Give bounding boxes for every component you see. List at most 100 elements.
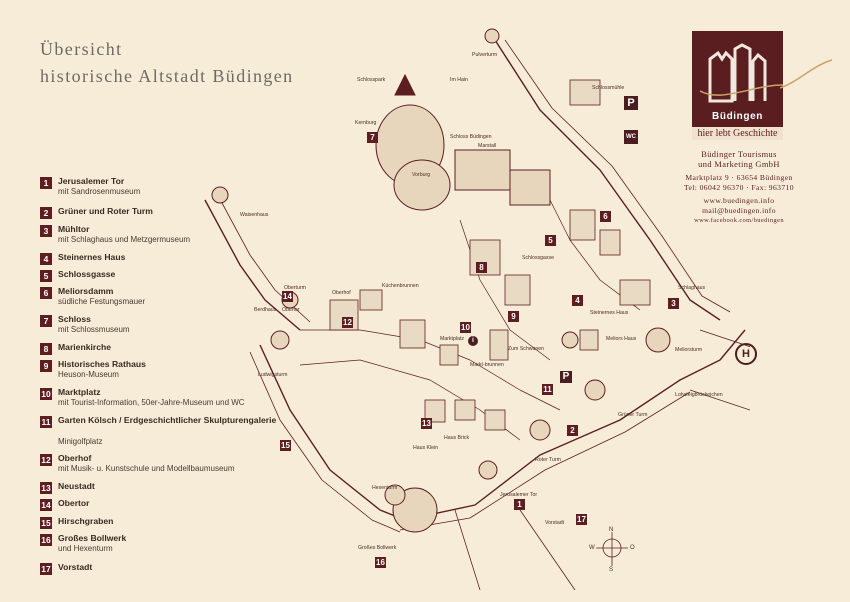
map-marker-4[interactable]: 4 [572,295,583,306]
logo-swoosh-icon [780,59,833,89]
map-label: Schloss Büdingen [450,134,492,140]
map-label: Vorstadt [545,520,565,526]
map-marker-12[interactable]: 12 [342,317,353,328]
map-marker-2[interactable]: 2 [567,425,578,436]
map-marker-14[interactable]: 14 [282,291,293,302]
contact-line: Marktplatz 9 · 63654 Büdingen [685,173,793,182]
map-label: Küchenbrunnen [382,283,419,289]
map-label: Steinernes Haus [590,310,629,316]
castle-logo-icon [699,43,784,103]
legend-title: Garten Kölsch / Erdgeschichtlicher Skulp… [58,415,277,425]
map-label: Kernburg [355,120,377,126]
compass-north: N [609,527,614,533]
map-label: Jerusalemer Tor [500,492,538,498]
compass-west: W [589,545,595,551]
map-marker-6[interactable]: 6 [600,211,611,222]
map-label: Waisenhaus [240,212,269,218]
parking-icon: P [624,96,638,110]
map-marker-16[interactable]: 16 [375,557,386,568]
logo-name: Büdingen [712,111,763,122]
legend-title: Großes Bollwerk [58,533,127,543]
legend-number: 14 [40,499,52,511]
map-label: Pulverturm [472,52,498,58]
map-label: Grüner Turm [618,412,648,418]
map-marker-3[interactable]: 3 [668,298,679,309]
city-wall-south [404,329,746,521]
map-marker-17[interactable]: 17 [576,514,587,525]
bus-stop-icon: H [735,343,757,365]
map-label: Schlaghaus [678,285,706,291]
legend-title: Neustadt [58,481,95,491]
legend-number: 10 [40,388,52,400]
parking-icon: P [560,371,572,383]
legend-number: 13 [40,482,52,494]
legend-number: 5 [40,270,52,282]
website-link[interactable]: www.buedingen.info [703,196,775,205]
map-label: Marstall [478,143,497,149]
map-label: Schlossmühle [592,85,625,91]
legend-title: Schlossgasse [58,269,116,279]
contact-line: und Marketing GmbH [698,160,780,169]
map-label: Vorburg [412,172,431,178]
legend-title: Jerusalemer Tor [58,176,125,186]
map-label: Berdhaus [254,307,277,313]
map-label: Großes Bollwerk [358,545,397,551]
email-link[interactable]: mail@buedingen.info [702,206,776,215]
old-town-map [204,28,750,590]
legend-title: Historisches Rathaus [58,359,146,369]
legend-number: 6 [40,287,52,299]
map-marker-15[interactable]: 15 [280,440,291,451]
legend-title: Oberhof [58,453,92,463]
legend-subtitle: und Hexenturm [58,544,113,553]
legend-subtitle: mit Schlossmuseum [58,325,130,334]
tower-meliorsturm [645,327,671,353]
map-label: Oberturm [284,285,306,291]
contact-line: Büdinger Tourismus [701,150,777,159]
tower-pulverturm [484,28,500,44]
legend-subtitle: mit Sandrosenmuseum [58,187,141,196]
legend-number: 9 [40,360,52,372]
map-label: Hexenturm [372,485,398,491]
map-label: Marktplatz [440,336,464,342]
title-line-1: Übersicht [40,39,123,59]
map-marker-9[interactable]: 9 [508,311,519,322]
page-title: Übersicht historische Altstadt Büdingen [40,36,294,90]
map-marker-5[interactable]: 5 [545,235,556,246]
legend-title: Mühltor [58,224,90,234]
map-label: Meliorsturm [675,347,703,353]
compass-east: O [630,545,635,551]
logo[interactable]: Büdingen hier lebt Geschichte [692,31,784,140]
map-marker-7[interactable]: 7 [367,132,378,143]
contact-line: Tel: 06042 96370 · Fax: 963710 [684,183,794,192]
map-marker-11[interactable]: 11 [542,384,553,395]
map-label: Schlossgasse [522,255,555,261]
map-marker-13[interactable]: 13 [421,418,432,429]
legend-number: 3 [40,225,52,237]
legend-number: 8 [40,343,52,355]
map-label: Schlosspark [357,77,386,83]
legend-title: Meliorsdamm [58,286,114,296]
legend-subtitle: mit Musik- u. Kunstschule und Modellbaum… [58,464,235,473]
map-marker-10[interactable]: 10 [460,322,471,333]
legend-number: 15 [40,517,52,529]
legend-title: Steinernes Haus [58,252,126,262]
compass-icon [596,532,628,566]
legend-title: Marktplatz [58,387,101,397]
legend-title: Grüner und Roter Turm [58,206,153,216]
tower-roter-turm [529,419,551,441]
map-label: Markt-brunnen [470,362,504,368]
map-marker-1[interactable]: 1 [514,499,525,510]
legend-number: 16 [40,534,52,546]
legend-number: 4 [40,253,52,265]
map-marker-8[interactable]: 8 [476,262,487,273]
facebook-link[interactable]: www.facebook.com/buedingen [694,217,784,224]
map-label: Oberhof [332,290,351,296]
tower-jerusalemer-tor [478,460,498,480]
legend-number: 17 [40,563,52,575]
legend-number: 12 [40,454,52,466]
map-label: Roter Turm [535,457,561,463]
info-icon: i [468,336,478,346]
contact-block: Büdinger Tourismus und Marketing GmbH Ma… [684,150,794,226]
map-label: Haus Brick [444,435,470,441]
